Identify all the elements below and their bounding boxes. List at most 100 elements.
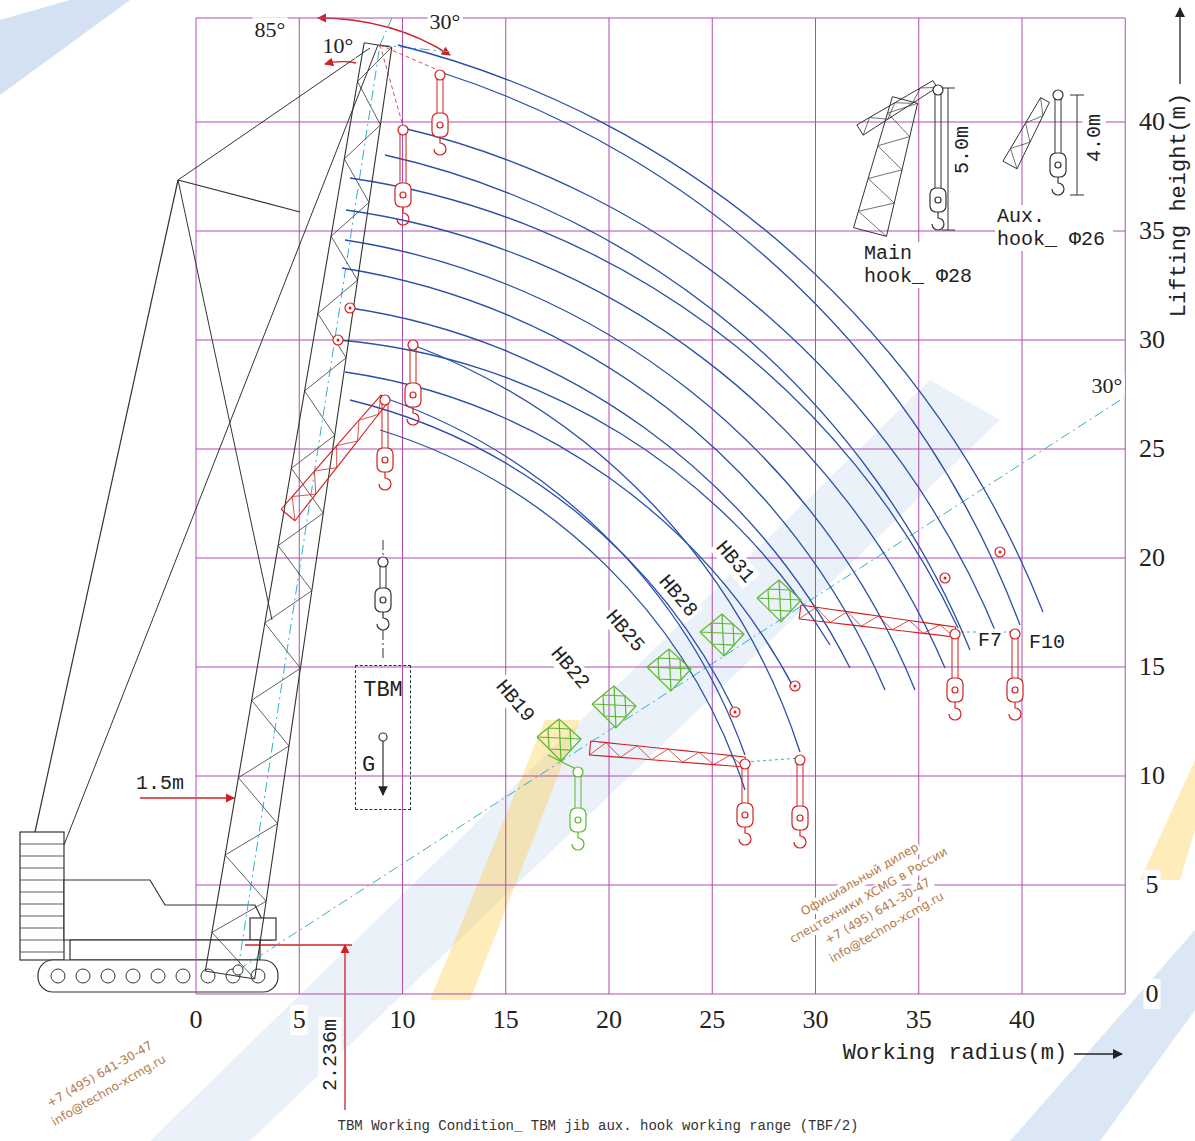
- axis-tick: 5: [291, 1005, 308, 1035]
- grid-line: [196, 776, 1125, 777]
- grid-line: [815, 18, 816, 994]
- crane: [35, 43, 440, 979]
- inset-jib-end: [1041, 98, 1050, 103]
- hook-block: [792, 755, 808, 848]
- angle-label: 30°: [1090, 373, 1125, 398]
- hook-path-arc: [342, 268, 885, 690]
- counterweight-slab: [20, 856, 64, 857]
- main-boom-chord: [205, 43, 364, 971]
- sheave: [573, 767, 583, 777]
- dimension: 1.5m: [134, 772, 186, 795]
- sheave-hub: [944, 577, 947, 580]
- track-roller: [151, 969, 165, 983]
- block-pin: [1055, 162, 1061, 168]
- dimension-line: [245, 944, 352, 945]
- jib-length-label: HB25: [599, 604, 650, 659]
- hook-path-arc: [413, 345, 800, 752]
- strut-lacing: [711, 623, 734, 645]
- hoist-rope: [388, 404, 389, 449]
- strut-lacing: [592, 704, 636, 706]
- sheave: [1010, 629, 1020, 639]
- tbm-hook: [375, 557, 391, 630]
- hook: [377, 612, 389, 630]
- axis-tick: 30: [801, 1005, 831, 1035]
- jib-length-label: HB19: [489, 674, 540, 729]
- sheave: [398, 125, 408, 135]
- hook-block: [947, 629, 963, 720]
- logo-band: [430, 720, 580, 1000]
- strut-lacing: [614, 686, 616, 728]
- dimension: 2.236m: [319, 1017, 342, 1093]
- hoist-rope: [748, 768, 749, 804]
- axis-tick: 30: [1137, 325, 1167, 355]
- hoist-rope: [437, 79, 438, 114]
- hook-path-arc: [398, 45, 1043, 612]
- strut-link: [548, 755, 578, 770]
- hook: [1009, 702, 1021, 720]
- tbm-jib-lattice-chord: [295, 401, 389, 521]
- tbm-jib-lattice-chord: [589, 755, 744, 767]
- strut-lacing: [559, 719, 561, 761]
- boom-pivot: [233, 965, 243, 975]
- counterweight: [20, 832, 64, 960]
- main-boom-end: [205, 971, 254, 979]
- sheave: [790, 681, 800, 691]
- sheave: [408, 340, 418, 350]
- block: [1007, 678, 1023, 702]
- carbody: [70, 940, 260, 960]
- axis-tick: 0: [188, 1005, 205, 1035]
- hook-path-arc: [385, 155, 970, 650]
- sheave-hub: [349, 307, 352, 310]
- block-pin: [575, 817, 581, 823]
- dimension-tick: [942, 230, 955, 231]
- grid-line: [1125, 18, 1126, 994]
- hook-block: [377, 395, 393, 490]
- sheave: [730, 707, 740, 717]
- axis-tick: 5: [1144, 870, 1161, 900]
- inset-boom: [854, 97, 918, 237]
- inset-jib-end: [1003, 161, 1017, 169]
- block-pin: [952, 687, 958, 693]
- block-pin: [410, 392, 416, 398]
- pendant: [64, 45, 378, 845]
- jib-strut: [537, 580, 801, 850]
- strut-lacing: [722, 614, 724, 656]
- sheave: [740, 759, 750, 769]
- logo-band: [0, 0, 130, 95]
- sheave: [940, 573, 950, 583]
- hoist-rope: [380, 566, 381, 589]
- hoist-rope: [400, 134, 401, 184]
- sheave: [795, 755, 805, 765]
- inset-jib: [1003, 98, 1049, 169]
- hoist-rope: [410, 349, 411, 384]
- hoist-rope: [742, 768, 743, 804]
- track-roller: [51, 969, 65, 983]
- block-pin: [797, 815, 803, 821]
- strut-lacing: [700, 632, 744, 634]
- strut-outline: [757, 580, 801, 622]
- axis-tick: 25: [1137, 434, 1167, 464]
- jib-length-label: HB22: [544, 641, 595, 696]
- axis-tick: 35: [904, 1005, 934, 1035]
- counterweight-slab: [20, 916, 64, 917]
- sheave: [435, 70, 445, 80]
- hook: [407, 407, 419, 425]
- sheave-hub: [999, 551, 1002, 554]
- aux-hook: [1050, 90, 1066, 195]
- grid-line: [196, 885, 1125, 886]
- node-text: TBM: [363, 678, 403, 703]
- hoist-rope: [1012, 638, 1013, 679]
- load-line: [383, 630, 384, 660]
- strut-lacing: [757, 598, 801, 600]
- counterweight-slab: [20, 844, 64, 845]
- counterweight-slab: [20, 928, 64, 929]
- sheave: [950, 629, 960, 639]
- strut-lacing: [768, 589, 791, 611]
- hook-path-arc: [338, 340, 830, 645]
- strut-lacing: [669, 649, 671, 691]
- strut-lacing: [548, 728, 571, 750]
- strut-frame: [647, 649, 691, 691]
- track-roller: [251, 969, 265, 983]
- block: [570, 808, 586, 832]
- logo-band: [150, 380, 1000, 1141]
